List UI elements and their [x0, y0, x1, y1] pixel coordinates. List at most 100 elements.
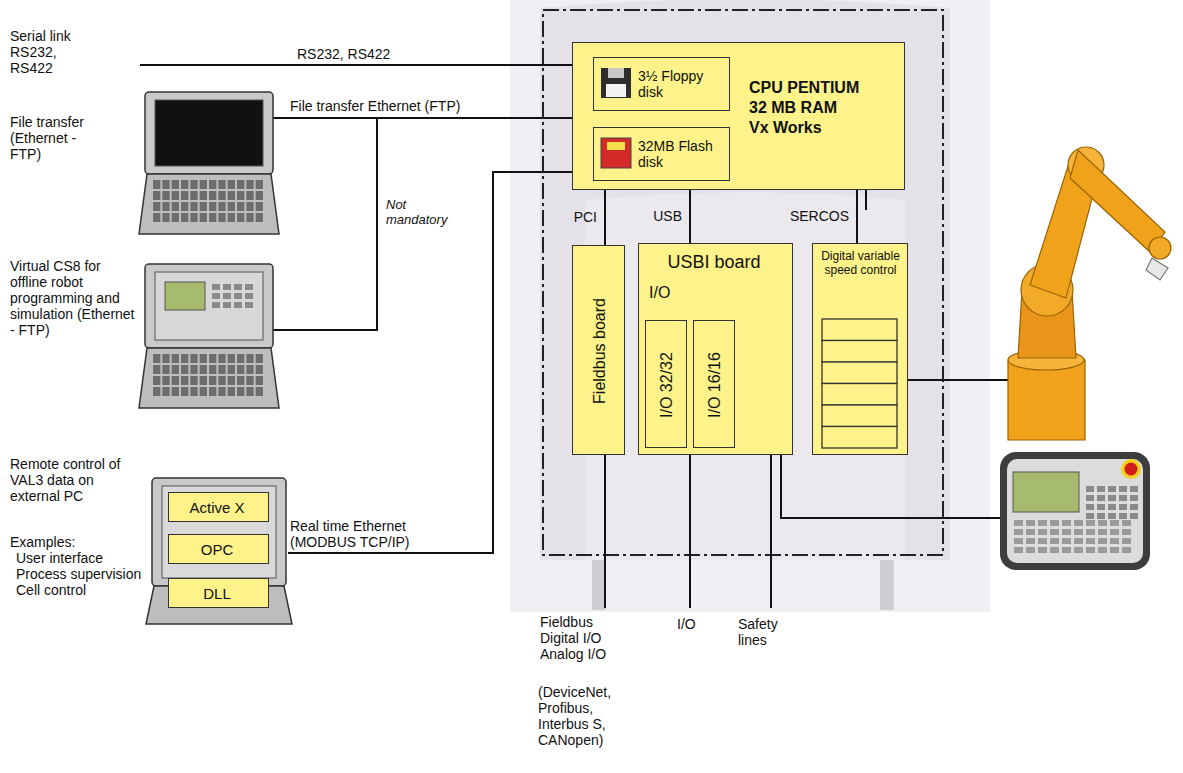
laptop-key	[190, 376, 197, 385]
pendant-key	[1098, 538, 1107, 544]
pendant-key	[1050, 520, 1059, 526]
laptop-key	[153, 354, 160, 363]
laptop-key	[200, 191, 207, 200]
cabinet-outline	[543, 10, 943, 555]
laptop-key	[209, 191, 216, 200]
pendant-key	[1130, 495, 1138, 501]
laptop-key	[237, 191, 244, 200]
laptop-key	[172, 354, 179, 363]
laptop-key	[153, 213, 160, 222]
box-text: DLL	[169, 585, 265, 602]
pendant-housing	[1000, 452, 1150, 570]
pendant-key	[1074, 547, 1083, 553]
box-text: I/O	[649, 284, 709, 302]
cabinet-foot	[880, 560, 894, 610]
pendant-key	[1086, 547, 1095, 553]
text-label: File transfer Ethernet (FTP)	[290, 98, 530, 114]
laptop-key	[209, 213, 216, 222]
text-label: Examples:	[10, 534, 138, 550]
pendant-key	[1110, 538, 1119, 544]
pendant-key	[1108, 486, 1116, 492]
sub-board-box: 32MB Flash disk	[593, 127, 730, 181]
laptop-key	[237, 180, 244, 189]
laptop-key	[181, 213, 188, 222]
laptop-key	[256, 354, 263, 363]
sub-board-box: I/O 32/32	[645, 320, 687, 448]
pendant-key	[1122, 529, 1131, 535]
bus-connector	[856, 190, 858, 243]
laptop-key	[200, 180, 207, 189]
box-text: 32MB Flash disk	[638, 138, 726, 170]
laptop-lid	[152, 478, 286, 586]
text-label: Not mandatory	[386, 198, 466, 228]
text-label: User interface	[16, 550, 148, 566]
laptop-key	[181, 387, 188, 396]
interface-box: DLL	[168, 578, 269, 608]
box-text: I/O 32/32	[657, 321, 677, 449]
pendant-key	[1026, 520, 1035, 526]
laptop-key	[190, 180, 197, 189]
laptop-key	[209, 202, 216, 211]
pendant-key	[1122, 547, 1131, 553]
pendant-key	[1062, 529, 1071, 535]
virtual-pendant-key	[234, 302, 242, 308]
laptop-key	[228, 365, 235, 374]
laptop-key	[162, 213, 169, 222]
laptop	[139, 92, 279, 234]
laptop-key	[153, 202, 160, 211]
laptop-key	[153, 191, 160, 200]
laptop-key	[172, 191, 179, 200]
laptop-key	[200, 213, 207, 222]
drive-slot	[822, 427, 897, 449]
pendant-key	[1108, 513, 1116, 519]
laptop-key	[237, 387, 244, 396]
bus-connector	[604, 190, 606, 245]
laptop-key	[200, 354, 207, 363]
robot-wrist	[1149, 237, 1171, 259]
laptop-key	[181, 376, 188, 385]
pendant-key	[1086, 520, 1095, 526]
laptop-key	[172, 365, 179, 374]
box-icon	[594, 58, 638, 108]
pendant-key	[1097, 486, 1105, 492]
laptop-key	[256, 376, 263, 385]
pendant-key	[1062, 520, 1071, 526]
laptop-screen	[162, 486, 276, 578]
text-label: (DeviceNet, Profibus, Interbus S, CANope…	[538, 684, 632, 748]
text-label: Safety lines	[738, 616, 808, 648]
text-label: RS232, RS422	[297, 46, 447, 62]
laptop-key	[209, 180, 216, 189]
text-label: I/O	[677, 616, 717, 632]
pendant-key	[1026, 529, 1035, 535]
laptop-key	[246, 354, 253, 363]
board-box: Digital variable speed control	[812, 243, 908, 455]
laptop-key	[218, 180, 225, 189]
laptop-key	[218, 365, 225, 374]
serial-wire	[140, 64, 572, 66]
pendant-key	[1097, 495, 1105, 501]
laptop-key	[246, 376, 253, 385]
modbus-wire	[288, 172, 572, 553]
laptop-key	[256, 202, 263, 211]
box-text: 32 MB RAM	[749, 99, 899, 117]
pendant-key	[1119, 504, 1127, 510]
laptop-key	[228, 180, 235, 189]
virtual-pendant-key	[212, 302, 220, 308]
pendant-key	[1110, 520, 1119, 526]
bus-label: SERCOS	[790, 208, 849, 224]
laptop-key	[153, 376, 160, 385]
virtual-cs8-wire	[272, 118, 377, 330]
robot-tool	[1146, 258, 1168, 280]
laptop-key	[228, 387, 235, 396]
flash-contacts	[607, 142, 625, 150]
pendant-key	[1074, 529, 1083, 535]
text-label: Fieldbus Digital I/O Analog I/O	[540, 614, 620, 662]
sub-board-box: 3½ Floppy disk	[593, 57, 730, 111]
pendant-key	[1038, 538, 1047, 544]
laptop-key	[228, 376, 235, 385]
laptop-key	[200, 376, 207, 385]
robot-wire	[907, 379, 1012, 381]
estop-button	[1125, 463, 1138, 476]
text-label: Serial link RS232, RS422	[10, 28, 92, 76]
laptop-lid	[145, 92, 273, 174]
